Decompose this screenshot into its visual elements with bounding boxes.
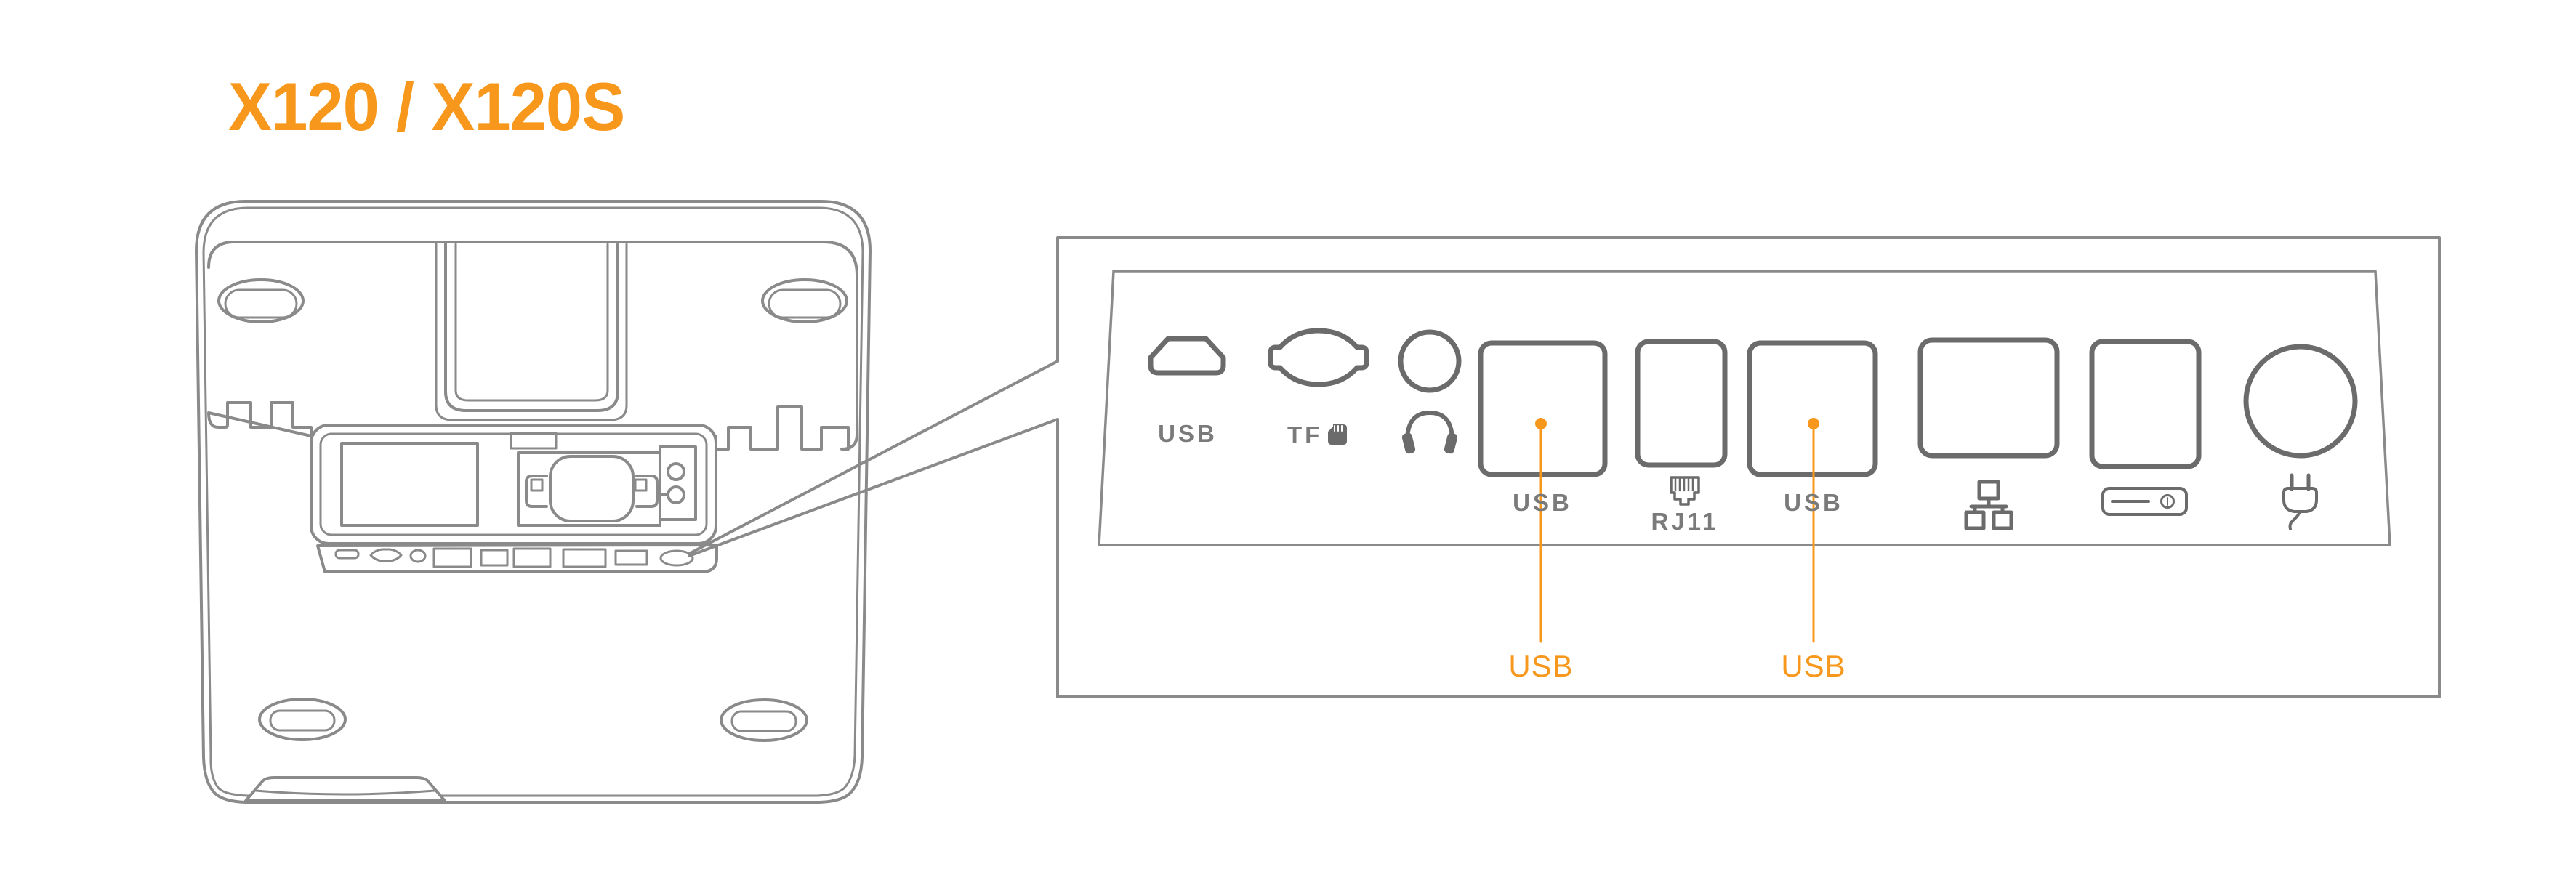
battery-cover (340, 442, 479, 527)
io-panel (1098, 270, 2391, 546)
battery-clip-left (525, 475, 548, 508)
cash-drawer-port (2089, 339, 2202, 469)
compartment-top-tab (510, 432, 558, 450)
mount-hole-right-inner (768, 288, 842, 319)
foot-right-inner (730, 710, 797, 732)
strip-lan (562, 548, 607, 568)
rj11-plug-icon (1670, 476, 1700, 506)
io-icons (1328, 411, 2318, 530)
headphones-earcup-left (1401, 432, 1416, 454)
usb2-marker-dot (1808, 418, 1819, 429)
sim-screw-top (667, 462, 685, 481)
battery (549, 455, 635, 522)
headphones-earcup-right (1444, 432, 1458, 454)
rj11-label: RJ11 (1651, 508, 1719, 535)
cash-drawer-icon (2101, 487, 2188, 516)
strip-headphone (409, 549, 427, 563)
rj11-port (1635, 339, 1728, 468)
device-stand-column (444, 243, 619, 412)
mount-hole-left-outer (217, 278, 305, 323)
callout-line-bottom (688, 418, 1059, 557)
power-plug-icon (2282, 473, 2318, 530)
foot-right-outer (720, 698, 808, 742)
strip-tf (369, 548, 403, 562)
device-bottom-view (195, 200, 872, 804)
micro-usb-port (1148, 336, 1226, 376)
headphone-jack (1398, 329, 1462, 393)
battery-bay (517, 451, 661, 527)
usb1-callout-label: USB (1508, 649, 1574, 683)
device-shell-outline (195, 200, 872, 804)
headphones-icon (1405, 411, 1454, 443)
page-title: X120 / X120S (228, 68, 625, 145)
usb-port-1 (1478, 340, 1608, 477)
foot-left-outer (258, 698, 347, 741)
mount-hole-right-outer (761, 278, 848, 323)
usb1-marker-dot (1535, 418, 1547, 429)
strip-micro-usb (334, 549, 360, 560)
port-strip (316, 544, 718, 573)
callout-box (1056, 236, 2441, 698)
strip-power (659, 549, 694, 567)
sim-panel (659, 445, 697, 521)
device-mount-plate (207, 241, 858, 451)
strip-rj11 (480, 549, 509, 567)
micro-usb-label: USB (1158, 420, 1217, 447)
battery-contact-right (634, 478, 648, 492)
bottom-notch (244, 776, 446, 802)
device-shell-inner-line (202, 206, 864, 797)
device-stand-slot (435, 243, 628, 421)
sim-screw-bottom (667, 485, 685, 504)
io-ports (1148, 328, 2358, 477)
foot-left-inner (269, 709, 336, 732)
rj11-plug-pins (1674, 477, 1694, 492)
microsd-card-stripes (1334, 425, 1343, 432)
callout-line-top (688, 360, 1059, 555)
battery-clip-right (635, 475, 659, 508)
strip-drawer (614, 549, 648, 566)
lan-port (1917, 337, 2060, 459)
power-port (2243, 344, 2358, 459)
usb1-label: USB (1513, 489, 1572, 516)
compartment-outer (310, 424, 717, 545)
tf-label: TF (1287, 421, 1323, 448)
battery-contact-left (530, 478, 544, 492)
strip-usb1 (432, 547, 472, 568)
strip-usb2 (512, 547, 552, 568)
bottom-notch-lip (254, 789, 436, 796)
usb2-label: USB (1784, 489, 1843, 516)
mount-hole-left-inner (224, 288, 298, 319)
device-stand-column-inner (454, 243, 609, 402)
usb-annotations (1535, 418, 1819, 643)
ethernet-icon (1964, 480, 2013, 530)
tf-slot (1268, 328, 1369, 387)
usb2-callout-label: USB (1781, 649, 1846, 683)
callout (688, 236, 2441, 698)
